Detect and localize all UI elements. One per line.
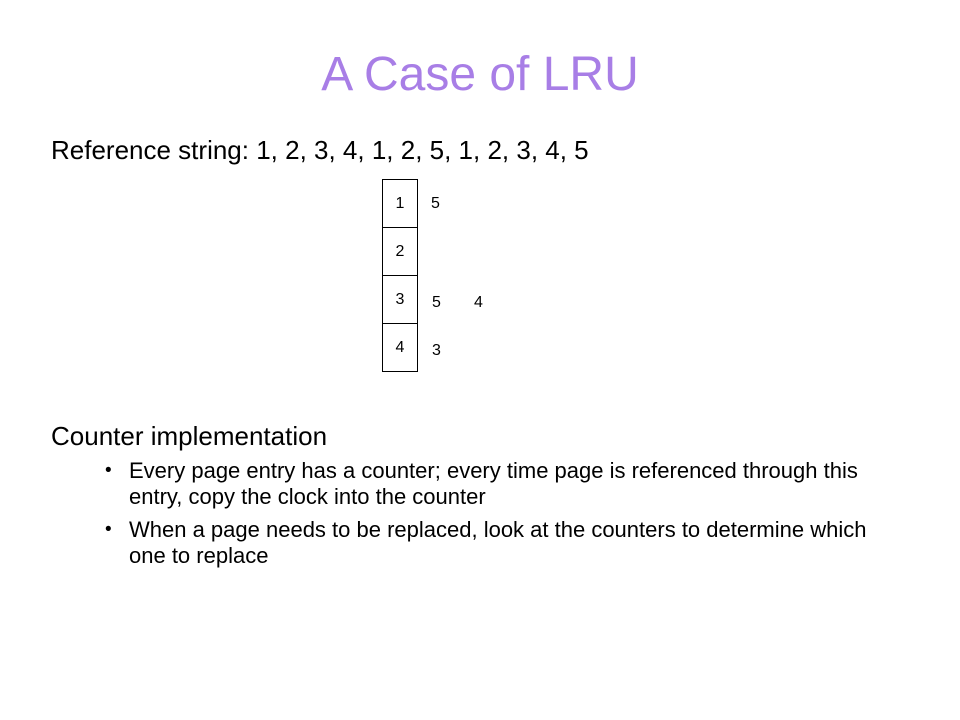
reference-string: Reference string: 1, 2, 3, 4, 1, 2, 5, 1… <box>51 135 589 165</box>
bullet-icon: • <box>105 460 112 481</box>
bullet-icon: • <box>105 519 112 540</box>
page-frame-3: 3 <box>382 275 418 324</box>
section-heading: Counter implementation <box>51 421 328 451</box>
bullet-text-replacement: When a page needs to be replaced, look a… <box>129 517 867 568</box>
bullet-list: • Every page entry has a counter; every … <box>105 458 880 576</box>
page-frame-4: 4 <box>382 323 418 372</box>
bullet-text-counter: Every page entry has a counter; every ti… <box>129 458 858 509</box>
frame-note-4: 3 <box>432 342 441 359</box>
frame-note-3: 4 <box>474 294 483 311</box>
page-frame-1: 1 <box>382 179 418 228</box>
slide-title: A Case of LRU <box>321 48 639 101</box>
page-frame-stack: 1 2 3 4 <box>382 179 418 372</box>
frame-note-1: 5 <box>431 195 440 212</box>
page-frame-2: 2 <box>382 227 418 276</box>
bullet-item-replacement: • When a page needs to be replaced, look… <box>105 517 880 569</box>
frame-note-2: 5 <box>432 294 441 311</box>
bullet-item-counter: • Every page entry has a counter; every … <box>105 458 880 510</box>
